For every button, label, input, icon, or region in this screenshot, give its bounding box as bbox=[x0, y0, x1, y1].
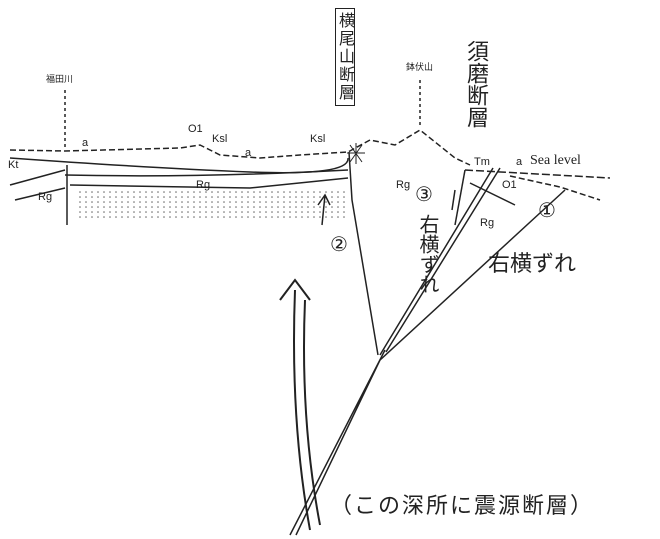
layer-boundary bbox=[14, 187, 66, 201]
suma-branch-line bbox=[454, 169, 466, 226]
fault-3-line bbox=[379, 167, 501, 356]
fault-2-line bbox=[348, 151, 379, 356]
river-label: 福田川 bbox=[46, 75, 74, 85]
seabed bbox=[509, 175, 601, 201]
pointer-line bbox=[64, 80, 421, 150]
sandstone-stipple bbox=[75, 190, 345, 220]
bottom-note: （この深所に震源断層） bbox=[330, 494, 595, 519]
fault-2-number: ② bbox=[330, 232, 348, 256]
fault-3-number: ③ bbox=[415, 182, 433, 206]
layer-label-rg: Rg bbox=[196, 179, 211, 191]
layer-label-o1: O1 bbox=[502, 179, 517, 191]
curved-arrow-icon bbox=[279, 278, 321, 531]
layer-boundary bbox=[469, 182, 516, 206]
ground-surface bbox=[9, 129, 471, 166]
sea-level-line bbox=[464, 169, 611, 179]
arrow-up-icon bbox=[317, 193, 331, 226]
fault-3-type-label: 右横ずれ bbox=[416, 214, 440, 294]
layer-boundary bbox=[9, 157, 349, 174]
layer-label-rg: Rg bbox=[396, 179, 411, 191]
layer-label-ksl: Ksl bbox=[310, 133, 326, 145]
layer-label-kt: Kt bbox=[8, 159, 19, 171]
layer-boundary bbox=[69, 177, 349, 189]
layer-label-tm: Tm bbox=[474, 156, 490, 168]
sea-level-label: Sea level bbox=[530, 153, 581, 168]
fault-1-number: ① bbox=[538, 198, 556, 222]
mountain-label: 鉢伏山 bbox=[406, 63, 434, 73]
layer-label-o1: O1 bbox=[188, 123, 203, 135]
layer-label-a: a bbox=[245, 147, 252, 159]
layer-label-rg: Rg bbox=[480, 217, 495, 229]
suma-fault-label: 須磨断層 bbox=[463, 40, 488, 128]
layer-label-ksl: Ksl bbox=[212, 133, 228, 145]
fault-1-type-label: 右横ずれ bbox=[488, 252, 577, 277]
arrow-up-icon bbox=[451, 189, 456, 211]
epicenter-icon bbox=[347, 143, 365, 164]
layer-label-a: a bbox=[516, 156, 523, 168]
yokoo-fault-label: 横尾山断層 bbox=[335, 8, 355, 106]
layer-boundary bbox=[9, 169, 66, 186]
layer-label-a: a bbox=[82, 137, 89, 149]
layer-label-rg: Rg bbox=[38, 191, 53, 203]
layer-boundary bbox=[64, 169, 349, 177]
fault-1-line bbox=[379, 189, 566, 361]
